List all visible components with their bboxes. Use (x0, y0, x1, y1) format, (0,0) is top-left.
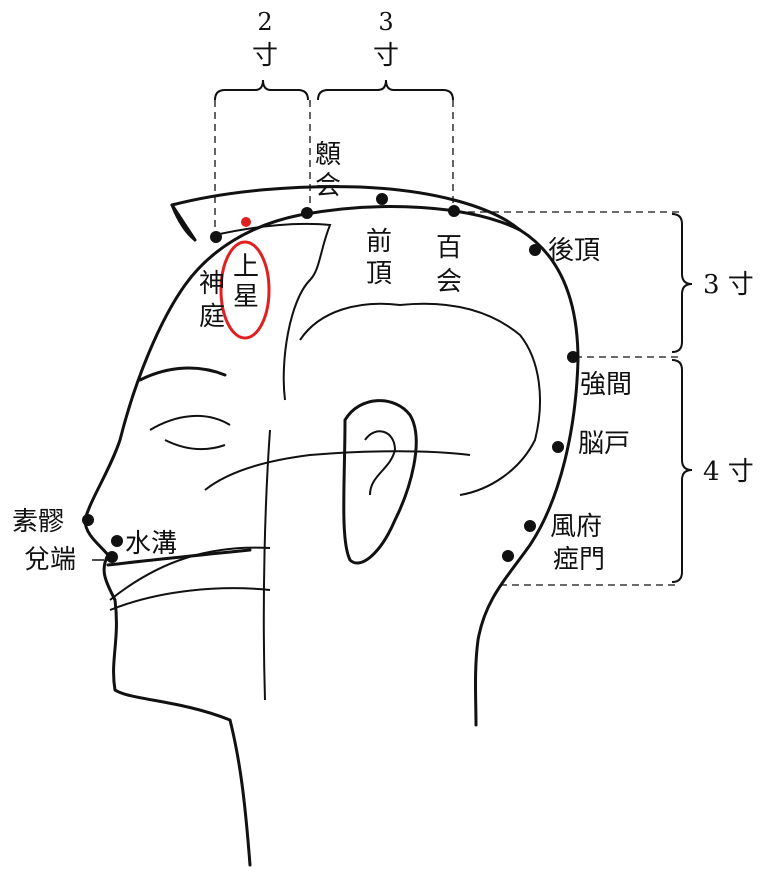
label-qianding-2: 頂 (366, 259, 392, 289)
point-xinhui (301, 207, 313, 219)
point-baihui (448, 205, 460, 217)
point-naohu (552, 441, 564, 453)
point-shangxing (241, 217, 251, 227)
label-shenting-2: 庭 (199, 302, 225, 332)
top-right-number: 3 (378, 8, 393, 36)
point-shenting (210, 231, 222, 243)
label-suliao: 素髎 (12, 507, 64, 537)
right-dimension (456, 211, 693, 586)
top-left-unit: 寸 (252, 41, 278, 71)
highlight-circle (219, 240, 271, 340)
label-naohu: 脳戸 (578, 429, 630, 459)
point-qianding (376, 193, 388, 205)
top-left-number: 2 (257, 8, 272, 36)
point-duiduan (106, 551, 118, 563)
acupoints (82, 193, 579, 563)
point-yamen (502, 550, 514, 562)
head-outline (83, 185, 580, 867)
label-shuigou: 水溝 (125, 529, 177, 559)
point-houding (529, 244, 541, 256)
label-baihui-2: 会 (436, 267, 462, 297)
label-xinhui-1: 顖 (315, 140, 341, 170)
point-qiangjian (567, 351, 579, 363)
top-right-unit: 寸 (373, 41, 399, 71)
top-dimension (214, 79, 454, 240)
label-fengfu: 風府 (550, 512, 602, 542)
label-yamen: 瘂門 (553, 545, 605, 575)
point-shuigou (111, 535, 123, 547)
right-lower-measure: 4 寸 (703, 457, 754, 487)
label-shangxing-1: 上 (233, 252, 259, 282)
right-upper-measure: 3 寸 (703, 270, 754, 300)
label-xinhui-2: 会 (315, 171, 341, 201)
point-fengfu (524, 520, 536, 532)
label-shenting-1: 神 (199, 269, 225, 299)
label-shangxing-2: 星 (233, 282, 259, 312)
point-suliao (82, 514, 94, 526)
label-qianding-1: 前 (366, 227, 392, 257)
label-qiangjian: 強間 (580, 370, 632, 400)
label-houding: 後頂 (548, 236, 600, 266)
label-duiduan: 兌端 (24, 545, 76, 575)
label-baihui-1: 百 (436, 233, 462, 263)
